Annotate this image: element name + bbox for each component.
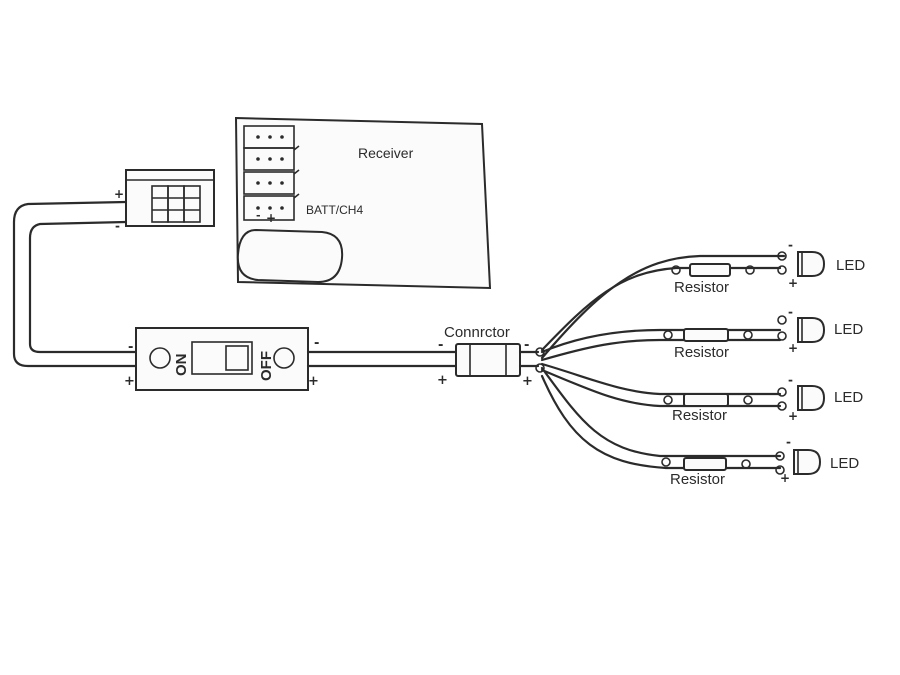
led-4-minus: - (786, 435, 791, 449)
channel-slot (243, 147, 295, 171)
branch-wires (540, 254, 786, 470)
batt-ch4-slot (243, 195, 295, 221)
led-2 (797, 317, 826, 343)
branch-2-wire-b (540, 338, 782, 362)
plug-plus-sign: + (114, 187, 124, 201)
led-branch-4: Resistor LED - + (661, 435, 859, 488)
battery-plug: + - (114, 169, 215, 233)
connector-in-minus: - (438, 338, 443, 353)
led-4-plus: + (780, 471, 790, 485)
receiver-minus-sign: - (256, 209, 261, 222)
led-4 (793, 449, 822, 475)
led-branch-1: Resistor LED - + (671, 238, 865, 296)
channel-slot (243, 171, 295, 195)
led-1-minus: - (788, 238, 793, 252)
branch-2-wire-a (540, 328, 782, 354)
branch-3-wire-a (540, 362, 782, 396)
branch-4-wire-a (540, 366, 782, 458)
power-switch: ON OFF - + - + (124, 327, 319, 391)
switch-in-minus: - (128, 340, 133, 355)
receiver: - + Receiver BATT/CH4 (234, 116, 492, 290)
connector-plus-terminal (535, 363, 545, 373)
led-3-minus: - (788, 373, 793, 387)
plug-minus-sign: - (115, 219, 120, 233)
receiver-channel-slots (243, 125, 300, 221)
led-label-2: LED (834, 321, 863, 338)
branch-1-wire-b (540, 254, 786, 360)
switch-out-plus: + (308, 374, 319, 389)
switch-body (135, 327, 309, 391)
receiver-battery-compartment (236, 228, 344, 284)
led-branch-2: Resistor LED - + (663, 305, 863, 361)
connector: Connrctor - + - + (437, 324, 545, 389)
branch-3-wire-b (540, 368, 782, 408)
led-label-4: LED (830, 455, 859, 472)
connector-label: Connrctor (444, 324, 510, 341)
connector-out-plus: + (522, 374, 533, 389)
switch-in-plus: + (124, 374, 135, 389)
receiver-title: Receiver (358, 145, 414, 161)
receiver-plus-sign: + (266, 211, 276, 225)
led-3-plus: + (788, 409, 798, 423)
switch-mount-hole-right (273, 347, 295, 369)
switch-off-label: OFF (258, 351, 275, 381)
resistor-label-4: Resistor (670, 471, 725, 488)
led-label-3: LED (834, 389, 863, 406)
led-branch-3: Resistor LED - + (663, 373, 863, 424)
plug-to-switch-wire-outer (12, 200, 138, 368)
resistor-1 (689, 263, 731, 277)
switch-toggle (225, 345, 249, 371)
resistor-2 (683, 328, 729, 342)
connector-body (455, 343, 521, 377)
resistor-3 (683, 393, 729, 407)
led-label-1: LED (836, 257, 865, 274)
resistor-4 (683, 457, 727, 471)
led-2-minus: - (788, 305, 793, 319)
resistor-label-3: Resistor (672, 407, 727, 424)
led-3 (797, 385, 826, 411)
led-2-plus: + (788, 341, 798, 355)
switch-on-label: ON (173, 354, 190, 377)
receiver-port-label: BATT/CH4 (306, 203, 363, 217)
resistor-label-2: Resistor (674, 344, 729, 361)
switch-slot (191, 341, 253, 375)
led-1 (797, 251, 826, 277)
plug-to-switch-wire-inner (28, 220, 138, 354)
switch-out-minus: - (314, 336, 319, 351)
switch-mount-hole-left (149, 347, 171, 369)
led-1-plus: + (788, 276, 798, 290)
connector-in-plus: + (437, 373, 448, 388)
connector-out-minus: - (524, 338, 529, 353)
branch-4-wire-b (540, 374, 782, 470)
resistor-label-1: Resistor (674, 279, 729, 296)
